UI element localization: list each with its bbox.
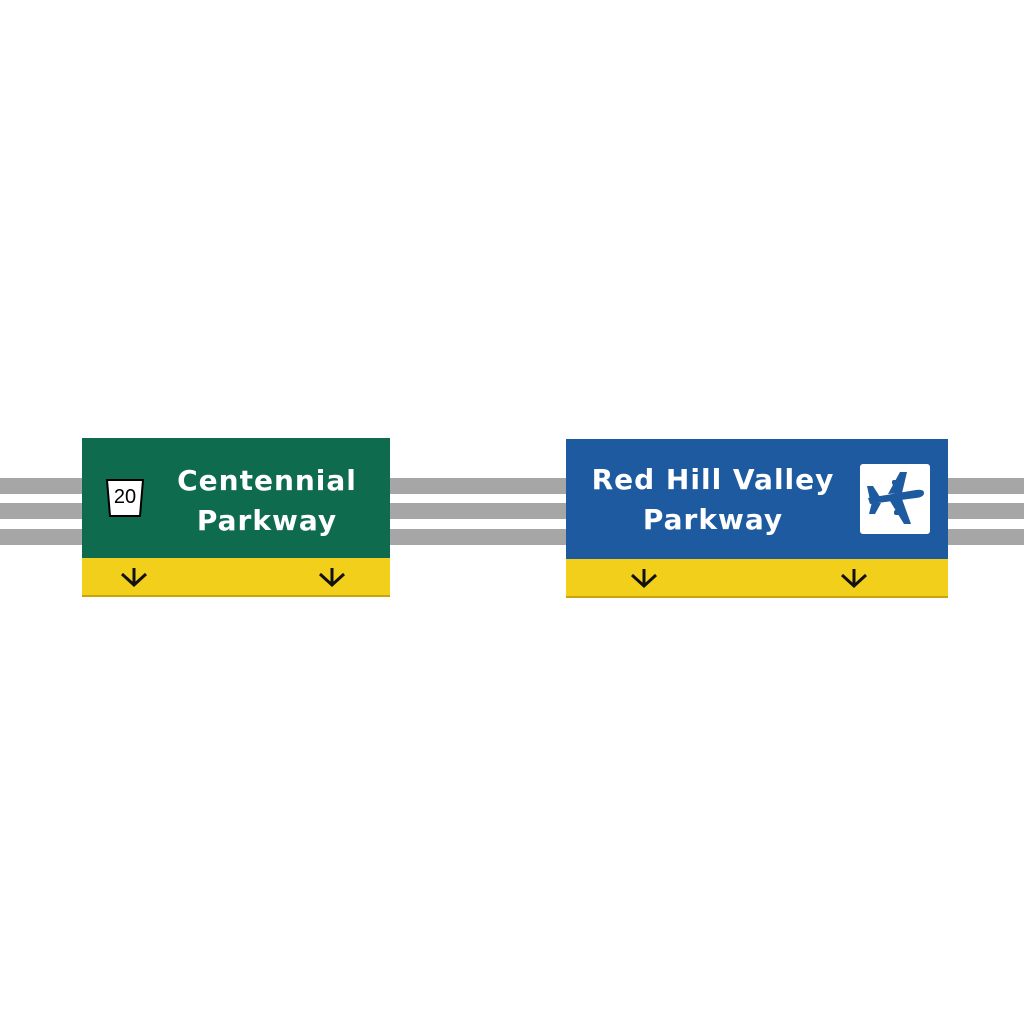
arrow-down-icon bbox=[318, 568, 346, 588]
sign-line-2: Parkway bbox=[642, 503, 784, 536]
airplane-icon bbox=[860, 464, 930, 534]
arrow-down-icon bbox=[630, 569, 658, 589]
exit-tab bbox=[82, 558, 390, 597]
exit-tab bbox=[566, 559, 948, 598]
arrow-down-icon bbox=[840, 569, 868, 589]
sign-red-hill-valley-parkway: Red Hill Valley Parkway bbox=[566, 439, 948, 599]
sign-line-1: Centennial bbox=[177, 464, 357, 497]
arrow-down-icon bbox=[120, 568, 148, 588]
sign-line-1: Red Hill Valley bbox=[591, 463, 835, 496]
route-number: 20 bbox=[113, 486, 137, 508]
route-shield-icon: 20 bbox=[104, 478, 146, 518]
sign-line-2: Parkway bbox=[196, 504, 338, 537]
sign-centennial-parkway: 20 Centennial Parkway bbox=[82, 438, 390, 598]
